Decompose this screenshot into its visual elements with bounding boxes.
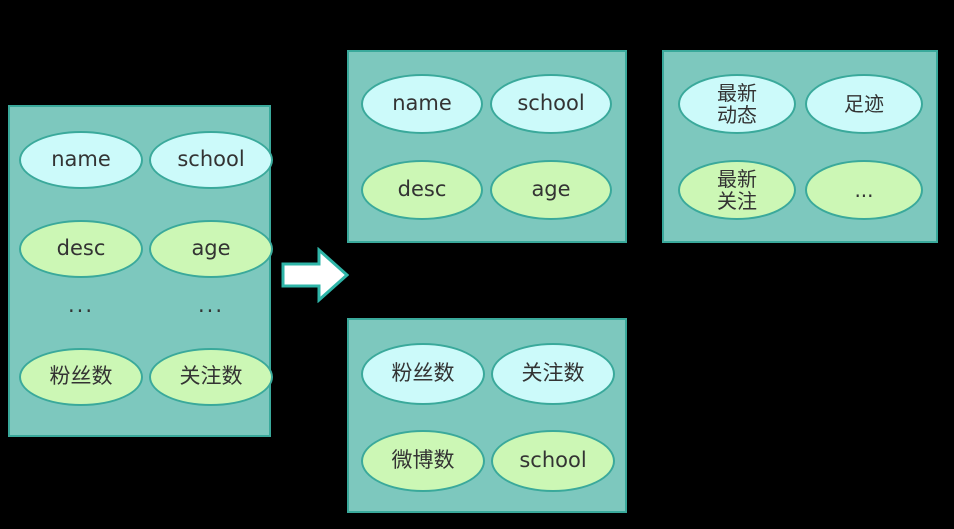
node-age[interactable]: age: [149, 220, 273, 278]
target-panel-activity-group: 最新 动态 足迹 最新 关注 ...: [662, 50, 938, 243]
source-panel-user-profile-fields: name school desc age ... ... 粉丝数 关注数: [8, 105, 273, 437]
node-follows-count[interactable]: 关注数: [149, 348, 273, 406]
ellipsis-right: ...: [197, 293, 225, 317]
node-school[interactable]: school: [490, 74, 612, 134]
node-fans-count[interactable]: 粉丝数: [361, 343, 485, 405]
node-desc[interactable]: desc: [19, 220, 143, 278]
node-school[interactable]: school: [149, 131, 273, 189]
node-desc[interactable]: desc: [361, 160, 483, 220]
node-latest-activity[interactable]: 最新 动态: [678, 74, 796, 134]
node-follows-count[interactable]: 关注数: [491, 343, 615, 405]
node-more-ellipsis[interactable]: ...: [805, 160, 923, 220]
ellipsis-left: ...: [67, 293, 95, 317]
target-panel-basic-info-group: name school desc age: [347, 50, 627, 243]
node-name[interactable]: name: [19, 131, 143, 189]
node-name[interactable]: name: [361, 74, 483, 134]
split-arrow-icon: [281, 246, 350, 304]
node-weibo-count[interactable]: 微博数: [361, 430, 485, 492]
node-age[interactable]: age: [490, 160, 612, 220]
node-footprints[interactable]: 足迹: [805, 74, 923, 134]
node-school[interactable]: school: [491, 430, 615, 492]
node-latest-follows[interactable]: 最新 关注: [678, 160, 796, 220]
node-fans-count[interactable]: 粉丝数: [19, 348, 143, 406]
target-panel-counters-group: 粉丝数 关注数 微博数 school: [347, 318, 627, 513]
